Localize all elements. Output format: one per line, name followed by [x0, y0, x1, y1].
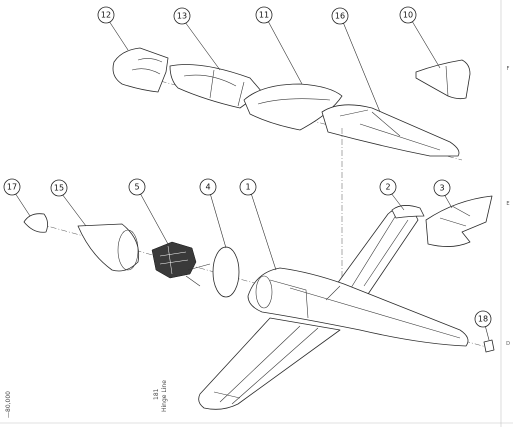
balloon-10: 10 [399, 6, 441, 69]
balloon-15: 15 [50, 179, 87, 227]
zone-label-f: F [507, 66, 510, 72]
balloon-10-label: 10 [403, 11, 413, 20]
part-17-spinner [23, 213, 48, 233]
part-12-cowl-top [112, 47, 169, 93]
balloon-13-label: 13 [177, 12, 187, 21]
part-1-fuselage-wing [198, 208, 469, 410]
balloon-5: 5 [128, 178, 169, 245]
balloon-12: 12 [97, 6, 129, 51]
balloon-17-label: 17 [7, 183, 17, 192]
part-5-engine [151, 241, 211, 287]
zone-label-d: D [506, 341, 510, 347]
hinge-note-number: 181 [153, 388, 160, 400]
balloon-12-label: 12 [101, 11, 111, 20]
side-note: —80,000 [5, 391, 12, 418]
zone-label-e: E [506, 201, 509, 207]
balloon-17: 17 [3, 178, 31, 217]
balloon-15-label: 15 [54, 184, 64, 193]
balloon-3: 3 [433, 179, 453, 209]
balloon-18: 18 [474, 310, 492, 341]
balloon-5-label: 5 [134, 183, 139, 192]
balloon-4-label: 4 [205, 183, 210, 192]
part-13-canopy-frame [169, 64, 263, 109]
part-2-aileron [391, 205, 425, 219]
balloon-4: 4 [199, 178, 227, 249]
part-3-horizontal-stab [425, 195, 493, 247]
part-18-tail-tip [483, 339, 495, 353]
balloon-11: 11 [255, 6, 303, 85]
hinge-line-note: 181 Hinge Line [153, 380, 168, 412]
balloon-2: 2 [379, 178, 405, 211]
balloon-1: 1 [239, 178, 277, 271]
balloon-13: 13 [173, 7, 221, 71]
balloon-11-label: 11 [259, 11, 269, 20]
balloon-1-label: 1 [245, 183, 250, 192]
balloon-2-label: 2 [385, 183, 390, 192]
balloon-3-label: 3 [439, 184, 444, 193]
balloon-18-label: 18 [478, 315, 488, 324]
part-4-firewall [212, 246, 240, 298]
part-10-vertical-fin [415, 59, 471, 100]
hinge-note-text: Hinge Line [161, 380, 168, 412]
balloon-16: 16 [331, 7, 381, 113]
part-15-nose-cowl [77, 223, 140, 272]
part-16-tail-cone [321, 104, 460, 157]
part-11-fuselage-top [243, 83, 343, 131]
balloon-16-label: 16 [335, 12, 345, 21]
